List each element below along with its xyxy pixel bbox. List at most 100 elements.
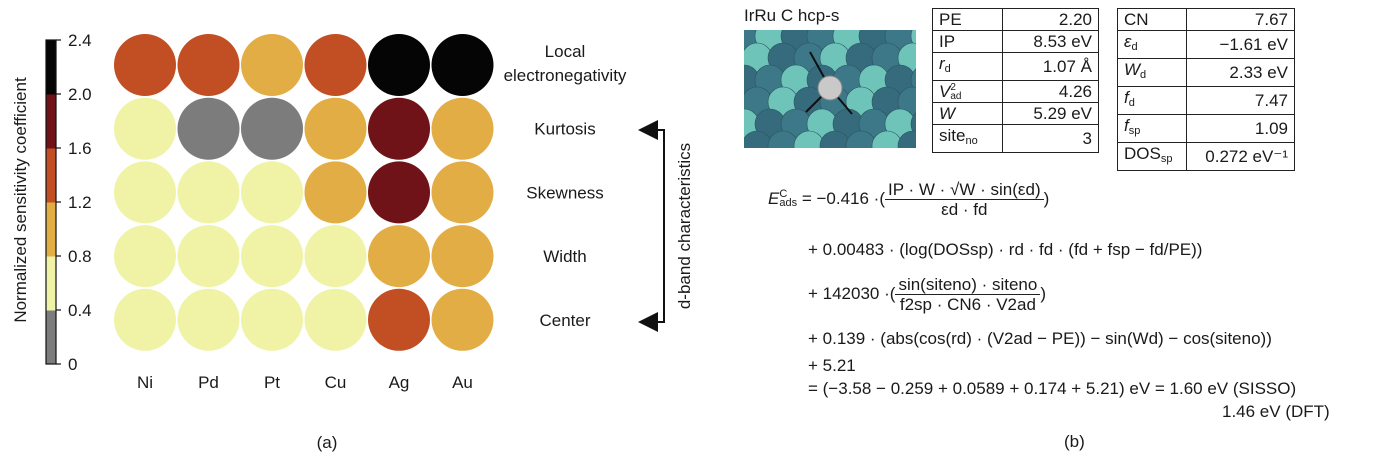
row-label: Skewness (526, 183, 603, 202)
column-label: Cu (325, 373, 347, 392)
heatmap-cell (241, 161, 303, 224)
equation-line-5: + 5.21 (808, 356, 856, 375)
colorbar-segment (46, 202, 56, 257)
heatmap-cell (177, 34, 240, 96)
table-value: 2.33 eV (1186, 58, 1295, 87)
colorbar-tick-label: 1.6 (68, 139, 92, 158)
heatmap-cell (431, 34, 494, 96)
heatmap-cell (241, 288, 303, 351)
row-label: Local (545, 42, 586, 61)
column-label: Pt (264, 373, 280, 392)
table-key: εd (1116, 30, 1188, 59)
heatmap-cell (177, 97, 240, 160)
table-key: siteno (932, 124, 1003, 153)
table-key: PE (932, 8, 1003, 31)
row-label: Kurtosis (534, 120, 595, 139)
table-key: fd (1116, 86, 1188, 115)
colorbar-tick-label: 1.2 (68, 193, 92, 212)
surface-atom (910, 68, 916, 92)
equation-line-6: = (−3.58 − 0.259 + 0.0589 + 0.174 + 5.21… (808, 379, 1297, 398)
table-key: IP (932, 30, 1003, 53)
colorbar-segment (46, 148, 56, 203)
bracket-label: d-band characteristics (675, 143, 694, 309)
heatmap-cell (114, 161, 176, 224)
heatmap-cell (177, 225, 240, 288)
colorbar-segment (46, 94, 56, 149)
heatmap-cell (114, 97, 176, 160)
table-value: 3 (1001, 124, 1100, 153)
table-key: DOSsp (1116, 142, 1188, 171)
heatmap-cell (241, 34, 303, 96)
heatmap-cell (177, 288, 240, 351)
heatmap-cell (368, 288, 430, 351)
table-key: rd (932, 52, 1003, 81)
colorbar: 00.40.81.21.62.02.4 (45, 31, 92, 374)
row-labels: LocalelectronegativityKurtosisSkewnessWi… (504, 42, 627, 330)
table-value: −1.61 eV (1186, 30, 1295, 59)
surface-atom (910, 112, 916, 136)
heatmap-cell (368, 97, 430, 160)
d-band-bracket (655, 129, 665, 323)
table-key: fsp (1116, 114, 1188, 143)
table-value: 1.07 Å (1001, 52, 1100, 81)
heatmap-cell (368, 34, 430, 96)
table-key: W (932, 102, 1003, 125)
colorbar-tick-label: 0 (68, 355, 77, 374)
equation-line-4: + 0.139 · (abs(cos(rd) · (V2ad − PE)) − … (808, 329, 1272, 348)
heatmap-cell (114, 288, 176, 351)
table-value: 0.272 eV⁻¹ (1186, 142, 1295, 171)
structure-title: IrRu C hcp-s (744, 6, 840, 25)
heatmap-cell (304, 97, 367, 160)
caption-a: (a) (317, 433, 338, 452)
table-row: εd−1.61 eV (1116, 30, 1295, 59)
column-label: Au (452, 373, 473, 392)
table-value: 4.26 (1001, 80, 1100, 103)
row-label: Center (539, 311, 590, 330)
colorbar-tick-label: 2.4 (68, 31, 92, 50)
heatmap-cell (368, 225, 430, 288)
surface-atom (897, 130, 916, 148)
heatmap-cell (304, 225, 367, 288)
heatmap-grid (114, 34, 494, 351)
heatmap-cell (431, 97, 494, 160)
caption-b: (b) (1064, 432, 1085, 451)
heatmap-cell (177, 161, 240, 224)
heatmap-cell (431, 161, 494, 224)
colorbar-label: Normalized sensitivity coefficient (11, 77, 30, 323)
colorbar-tick-label: 0.4 (68, 301, 92, 320)
sensitivity-heatmap: 00.40.81.21.62.02.4 Normalized sensitivi… (11, 31, 694, 452)
table-value: 5.29 eV (1001, 102, 1100, 125)
equation-line-7: 1.46 eV (DFT) (1222, 402, 1330, 421)
table-value: 1.09 (1186, 114, 1295, 143)
colorbar-segment (46, 40, 56, 95)
column-label: Ag (389, 373, 410, 392)
table-value: 8.53 eV (1001, 30, 1100, 53)
heatmap-cell (114, 225, 176, 288)
equation-line-2: + 0.00483 · (log(DOSsp) · rd · fd · (fd … (808, 240, 1203, 259)
heatmap-cell (304, 288, 367, 351)
row-label: Width (543, 247, 586, 266)
heatmap-cell (368, 161, 430, 224)
heatmap-cell (114, 34, 176, 96)
table-value: 7.67 (1186, 8, 1295, 31)
colorbar-tick-label: 0.8 (68, 247, 92, 266)
table-value: 2.20 (1001, 8, 1100, 31)
column-label: Ni (137, 373, 153, 392)
colorbar-segment (46, 310, 56, 365)
heatmap-cell (304, 161, 367, 224)
colorbar-segment (46, 256, 56, 311)
